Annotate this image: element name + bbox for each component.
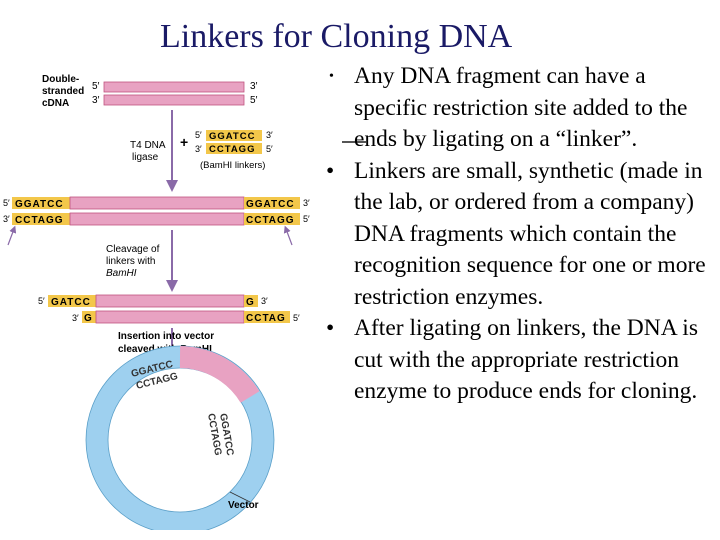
sticky-end-seq: G: [84, 313, 92, 324]
bullet-text: After ligating on linkers, the DNA is cu…: [354, 315, 698, 404]
bamhi-linkers-label: (BamHI linkers): [200, 160, 265, 171]
bullet-item: • After ligating on linkers, the DNA is …: [322, 313, 714, 408]
linker-seq: GGATCC: [246, 199, 295, 210]
bullet-list: • Any DNA fragment can have a specific r…: [322, 60, 714, 408]
bullet-dot-icon: •: [326, 315, 335, 341]
linker-cloning-figure: Double- stranded cDNA 5′ 3′ 3′ 5′ T4 DNA…: [3, 74, 310, 530]
bullet-item: • Any DNA fragment can have a specific r…: [322, 61, 714, 156]
svg-text:Double-: Double-: [42, 74, 79, 85]
svg-text:3′: 3′: [261, 296, 268, 306]
ligase-label: T4 DNA ligase: [130, 140, 166, 163]
sticky-end-seq: CCTAG: [246, 313, 286, 324]
svg-text:linkers with: linkers with: [106, 256, 155, 267]
svg-text:3′: 3′: [303, 198, 310, 208]
linker-seq: GGATCC: [15, 199, 64, 210]
svg-text:5′: 5′: [3, 198, 10, 208]
cleavage-label: Cleavage of linkers with BamHI: [106, 244, 160, 279]
end-label: 5′: [92, 81, 100, 92]
cdna-strand-top: [103, 81, 245, 93]
cdna-strand-bottom: [69, 212, 245, 226]
linker-seq: CCTAGG: [246, 215, 295, 226]
svg-text:cDNA: cDNA: [42, 98, 69, 109]
bullet-item: • Linkers are small, synthetic (made in …: [322, 156, 714, 314]
svg-text:5′: 5′: [195, 130, 202, 140]
cdna-strand-bottom: [95, 310, 245, 324]
svg-text:5′: 5′: [303, 214, 310, 224]
plus-sign: +: [180, 134, 188, 150]
sticky-end-seq: G: [246, 297, 254, 308]
cdna-strand-top: [69, 196, 245, 210]
end-label: 5′: [250, 95, 258, 106]
cut-site-arrow: [7, 225, 17, 246]
bullet-dot-icon: •: [329, 69, 334, 84]
ds-cdna-label: Double- stranded cDNA: [42, 74, 84, 109]
cdna-insert-arc: [179, 346, 260, 404]
bullet-dot-icon: •: [326, 157, 335, 184]
cdna-strand-top: [95, 294, 245, 308]
page-title: Linkers for Cloning DNA: [160, 18, 513, 55]
svg-text:3′: 3′: [266, 130, 273, 140]
pointer-dash: [342, 141, 366, 143]
svg-text:ligase: ligase: [132, 152, 159, 163]
svg-text:5′: 5′: [38, 296, 45, 306]
cdna-strand-bottom: [103, 94, 245, 106]
svg-text:Insertion into vector: Insertion into vector: [118, 331, 214, 342]
bullet-text: Any DNA fragment can have a specific res…: [354, 63, 688, 152]
cut-site-arrow: [283, 225, 293, 246]
vector-label: Vector: [228, 500, 259, 511]
sticky-end-seq: GATCC: [51, 297, 91, 308]
linker-seq: CCTAGG: [15, 215, 64, 226]
vector-ring-outline-outer: [85, 345, 275, 530]
svg-text:3′: 3′: [72, 313, 79, 323]
end-label: 3′: [250, 81, 258, 92]
svg-text:5′: 5′: [293, 313, 300, 323]
svg-text:T4 DNA: T4 DNA: [130, 140, 166, 151]
svg-text:CCTAGG: CCTAGG: [209, 144, 255, 155]
svg-text:3′: 3′: [3, 214, 10, 224]
svg-text:BamHI: BamHI: [106, 268, 137, 279]
bamhi-linker: 5′ 3′ GGATCC CCTAGG 3′ 5′: [195, 130, 273, 155]
end-label: 3′: [92, 95, 100, 106]
svg-text:Cleavage of: Cleavage of: [106, 244, 160, 255]
svg-text:stranded: stranded: [42, 86, 84, 97]
svg-text:GGATCC: GGATCC: [209, 131, 255, 142]
svg-text:3′: 3′: [195, 144, 202, 154]
bullet-text: Linkers are small, synthetic (made in th…: [354, 157, 706, 310]
svg-text:5′: 5′: [266, 144, 273, 154]
